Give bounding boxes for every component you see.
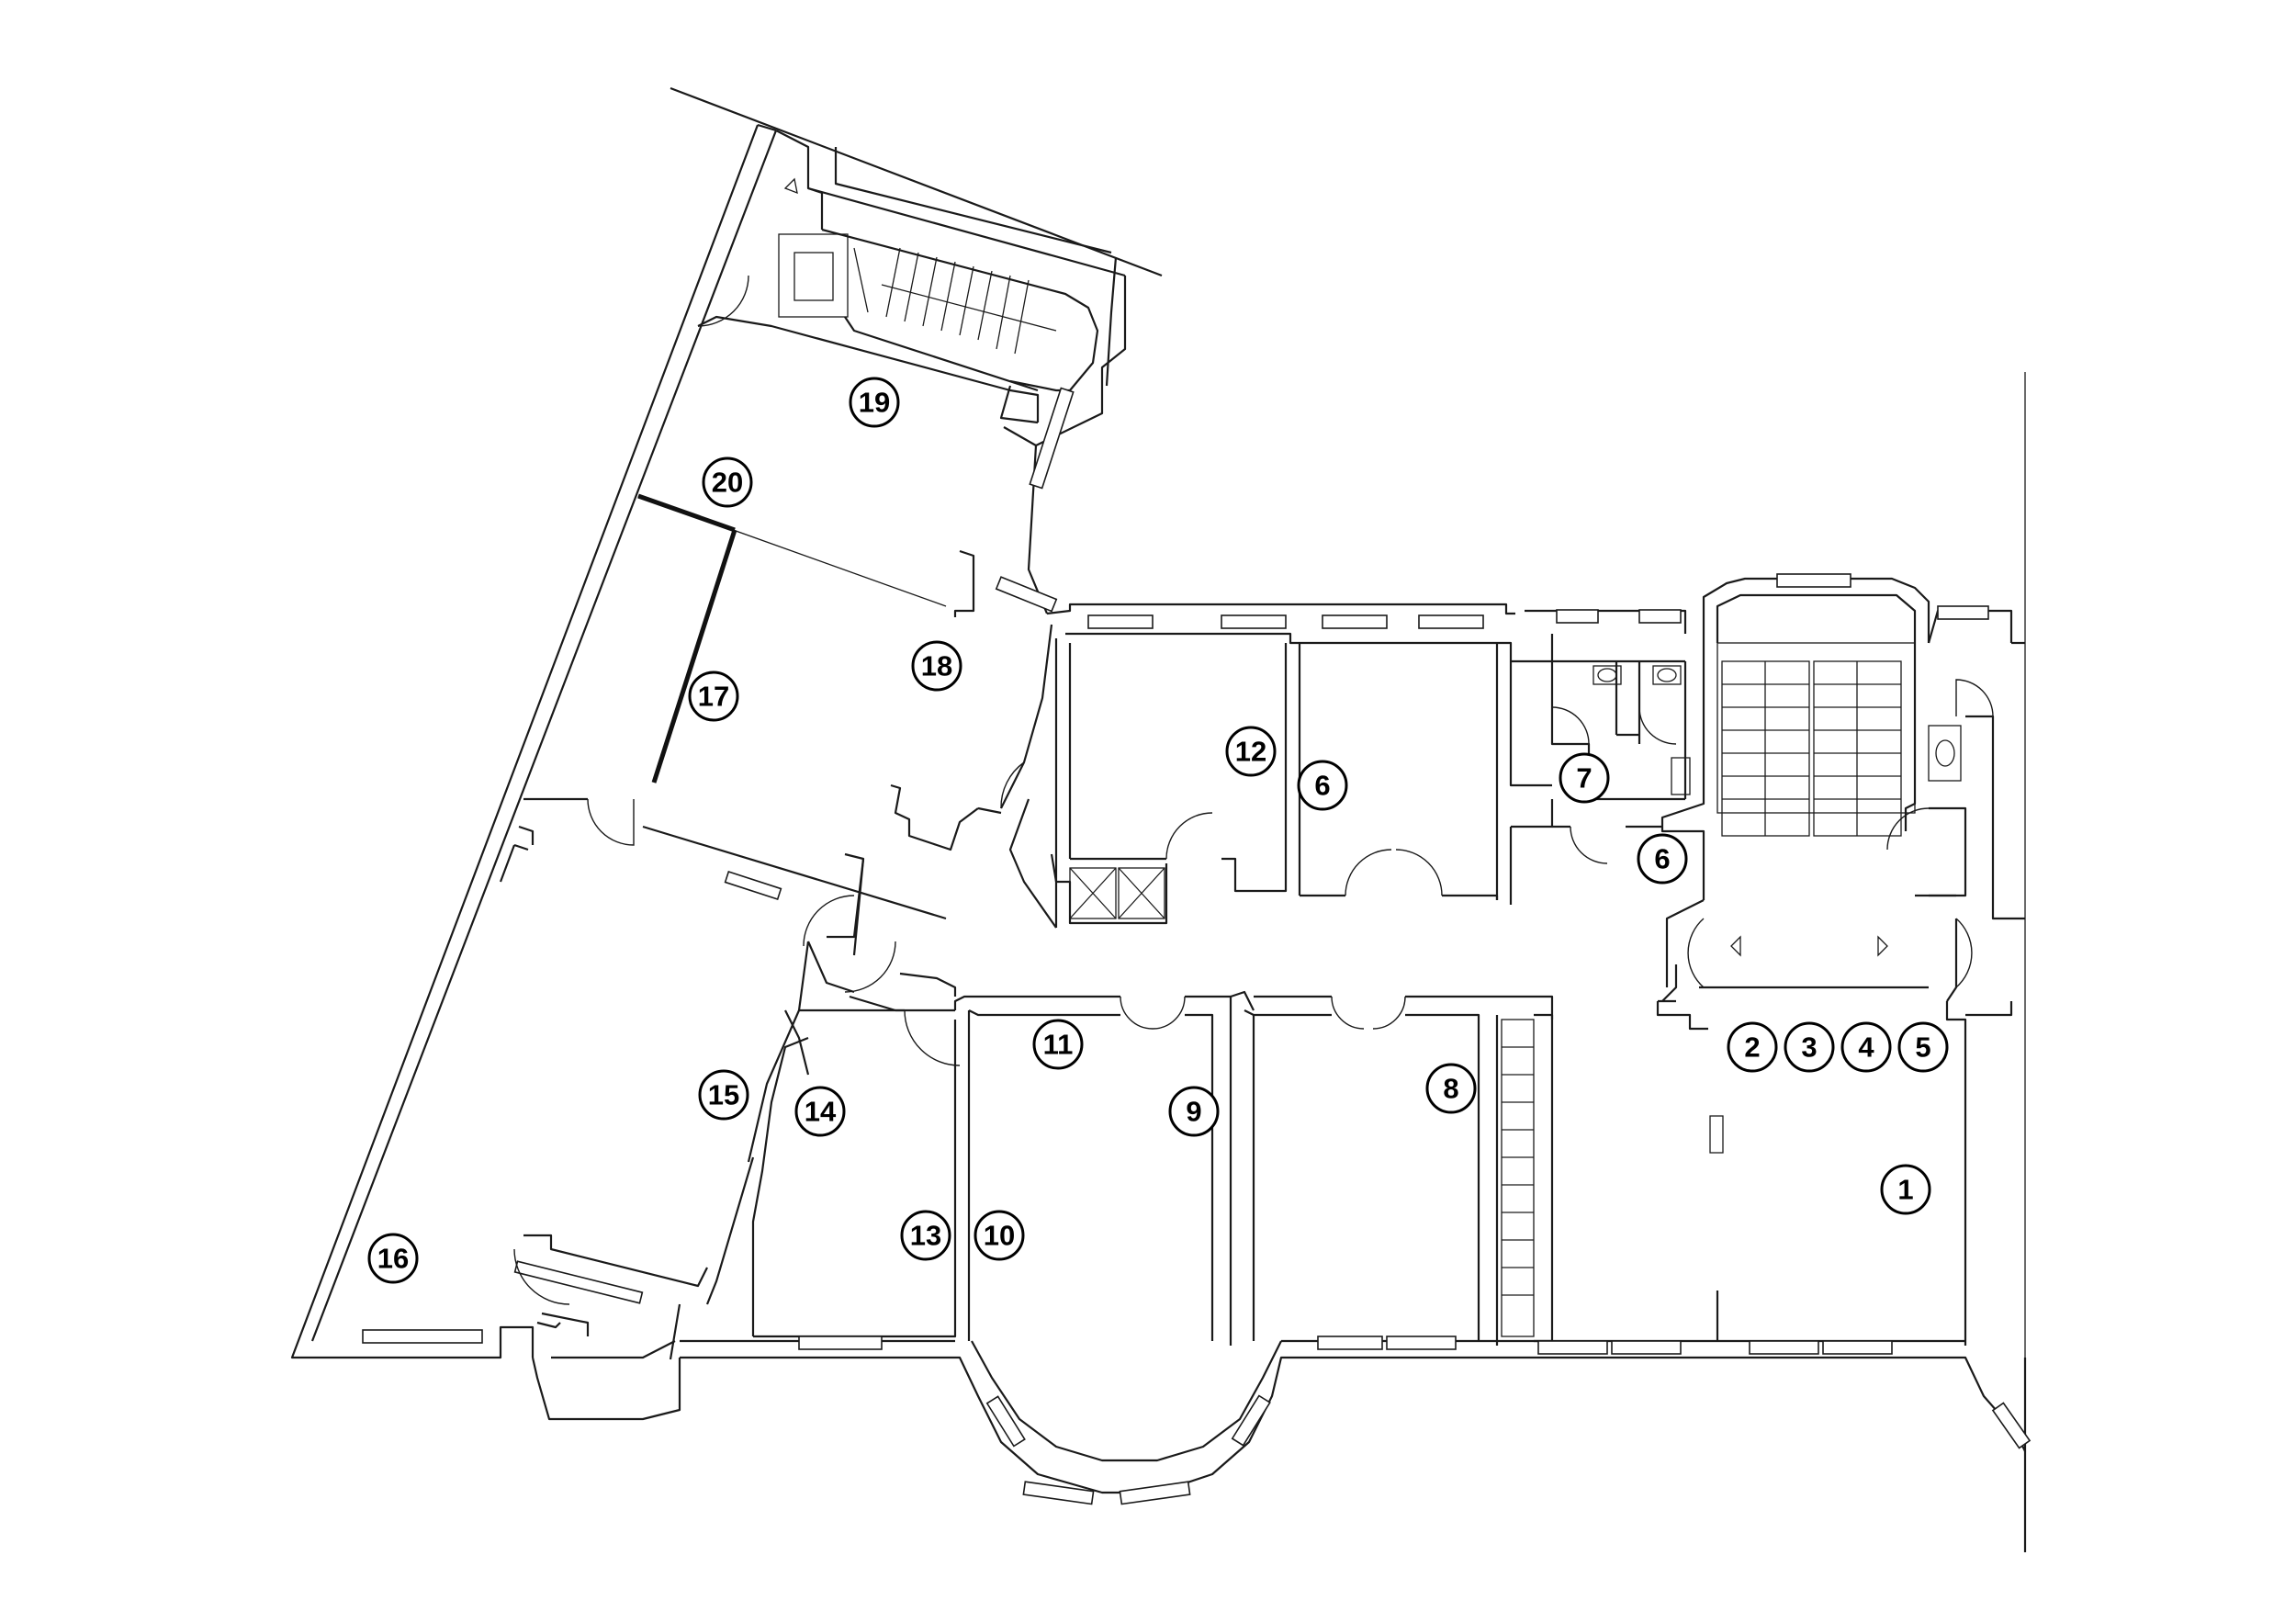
svg-text:14: 14 bbox=[805, 1096, 837, 1128]
svg-text:18: 18 bbox=[921, 650, 952, 682]
room-label-20: 20 bbox=[702, 456, 753, 508]
svg-text:10: 10 bbox=[984, 1220, 1015, 1252]
room-label-16: 16 bbox=[367, 1233, 419, 1284]
room-label-7: 7 bbox=[1559, 752, 1610, 804]
windows bbox=[362, 387, 2032, 1505]
svg-text:20: 20 bbox=[712, 467, 743, 499]
room-label-4: 4 bbox=[1840, 1021, 1892, 1073]
svg-text:15: 15 bbox=[708, 1079, 739, 1111]
room-label-18: 18 bbox=[911, 640, 962, 692]
svg-text:19: 19 bbox=[859, 387, 890, 419]
room-label-6b: 6 bbox=[1637, 833, 1688, 885]
room-label-12: 12 bbox=[1225, 726, 1277, 777]
svg-text:16: 16 bbox=[377, 1243, 409, 1275]
room-label-1: 1 bbox=[1880, 1164, 1931, 1215]
interior-walls bbox=[499, 147, 2013, 1360]
svg-text:8: 8 bbox=[1443, 1073, 1458, 1105]
room-label-9: 9 bbox=[1168, 1086, 1220, 1137]
svg-text:2: 2 bbox=[1744, 1031, 1760, 1064]
room-label-5: 5 bbox=[1897, 1021, 1949, 1073]
room-label-17: 17 bbox=[688, 671, 739, 722]
svg-text:7: 7 bbox=[1576, 762, 1592, 795]
svg-text:12: 12 bbox=[1235, 736, 1266, 768]
room-label-2: 2 bbox=[1727, 1021, 1778, 1073]
stair-19 bbox=[853, 247, 1057, 355]
room-label-19: 19 bbox=[849, 377, 900, 428]
room-label-11: 11 bbox=[1032, 1019, 1084, 1070]
svg-text:6: 6 bbox=[1654, 843, 1670, 875]
room-label-10: 10 bbox=[974, 1210, 1025, 1261]
room-label-13: 13 bbox=[900, 1210, 951, 1261]
room-label-15: 15 bbox=[698, 1069, 749, 1121]
svg-text:13: 13 bbox=[910, 1220, 941, 1252]
door-swings bbox=[513, 275, 1994, 1305]
svg-text:1: 1 bbox=[1897, 1174, 1913, 1206]
room-labels: 1 2 3 4 5 6 6 7 8 9 10 11 12 13 14 15 16… bbox=[367, 377, 1949, 1284]
room-label-3: 3 bbox=[1784, 1021, 1835, 1073]
main-stair bbox=[1721, 660, 1902, 837]
svg-text:17: 17 bbox=[698, 681, 729, 713]
stair-run-1 bbox=[1502, 1046, 1534, 1296]
svg-text:4: 4 bbox=[1858, 1031, 1874, 1064]
room-label-8: 8 bbox=[1425, 1063, 1477, 1114]
svg-text:9: 9 bbox=[1186, 1096, 1201, 1128]
fixtures bbox=[783, 177, 1962, 957]
svg-text:5: 5 bbox=[1915, 1031, 1930, 1064]
svg-text:11: 11 bbox=[1043, 1029, 1074, 1061]
svg-text:6: 6 bbox=[1314, 770, 1330, 802]
room-label-14: 14 bbox=[794, 1086, 846, 1137]
svg-text:3: 3 bbox=[1801, 1031, 1817, 1064]
room-label-6: 6 bbox=[1297, 760, 1348, 811]
